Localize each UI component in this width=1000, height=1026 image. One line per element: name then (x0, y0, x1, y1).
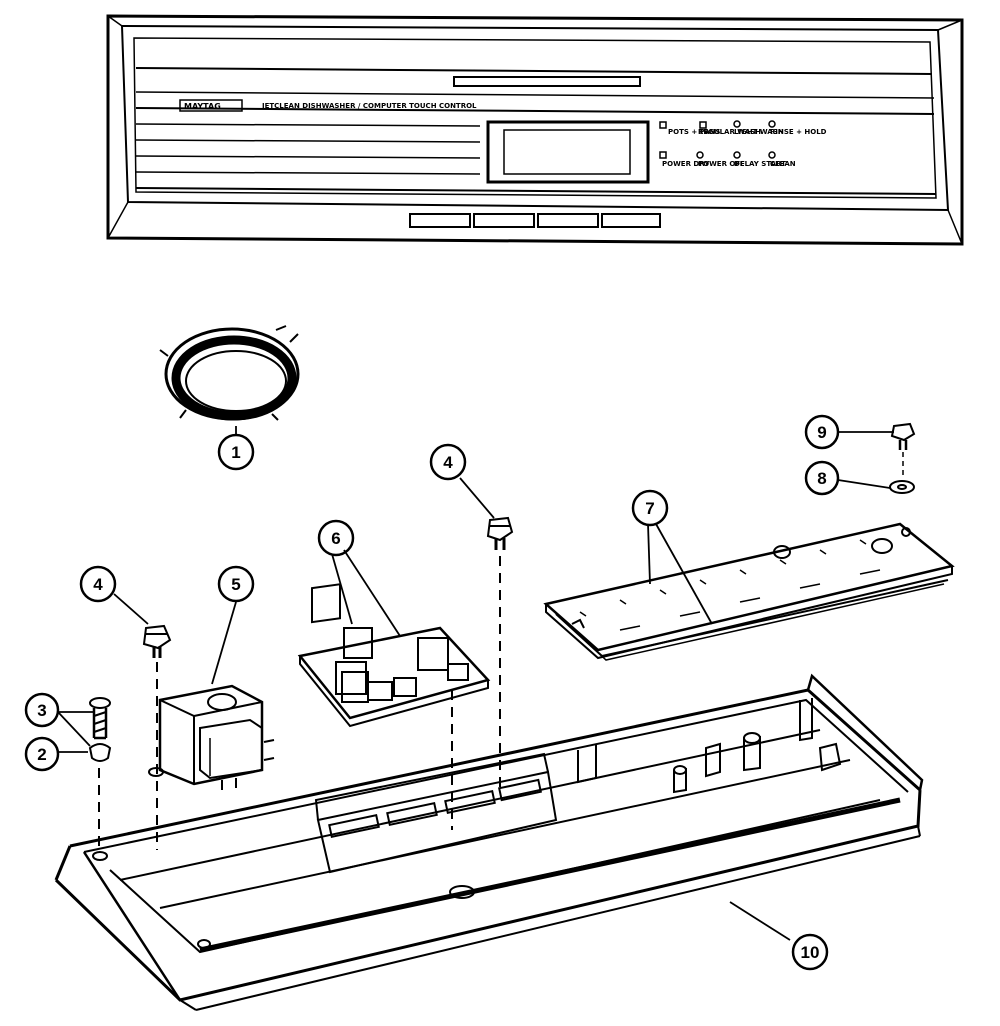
callout-4-center: 4 (429, 443, 467, 481)
control-panel-front: MAYTAG JETCLEAN DISHWASHER / COMPUTER TO… (106, 14, 964, 246)
svg-text:6: 6 (331, 529, 340, 548)
callout-6: 6 (317, 519, 355, 557)
panel-button (473, 213, 535, 228)
indicator-label: DELAY START (734, 160, 786, 168)
indicator-label: POWER DRY (662, 160, 710, 168)
control-housing-tray (54, 673, 924, 1011)
indicator-led (768, 151, 776, 159)
svg-text:7: 7 (645, 499, 654, 518)
screw-left (142, 624, 172, 850)
indicator-led (733, 151, 741, 159)
callout-5: 5 (217, 565, 255, 603)
svg-text:9: 9 (817, 423, 826, 442)
panel-model-text: JETCLEAN DISHWASHER / COMPUTER TOUCH CON… (261, 102, 477, 110)
leader-lines (57, 426, 894, 941)
indicator-label: CLEAN (770, 160, 796, 168)
indicator-led (696, 151, 704, 159)
indicator-led (659, 121, 667, 129)
indicator-label: REGULAR WASH (698, 128, 761, 136)
callout-4-left: 4 (79, 565, 117, 603)
svg-text:8: 8 (817, 469, 826, 488)
callout-2: 2 (24, 736, 60, 772)
indicator-label: RINSE + HOLD (770, 128, 827, 136)
screw-and-grommet (88, 697, 112, 850)
svg-text:5: 5 (231, 575, 240, 594)
svg-text:10: 10 (801, 943, 820, 962)
indicator-led (659, 151, 667, 159)
callout-1: 1 (217, 433, 255, 471)
indicator-label: LIGHT WASH (734, 128, 784, 136)
control-circuit-board (543, 522, 955, 661)
callouts: 1 2 3 4 4 5 6 7 (24, 414, 840, 971)
indicator-label: POTS + PANS (668, 128, 720, 136)
panel-button (409, 213, 471, 228)
transformer (148, 684, 275, 790)
wire-harness-coil (159, 325, 300, 421)
panel-button (537, 213, 599, 228)
svg-text:2: 2 (37, 745, 46, 764)
panel-button (601, 213, 661, 228)
relay-board (297, 583, 491, 830)
svg-text:4: 4 (93, 575, 103, 594)
indicator-led (699, 121, 707, 129)
callout-10: 10 (791, 933, 829, 971)
svg-text:1: 1 (231, 443, 240, 462)
svg-text:4: 4 (443, 453, 453, 472)
callout-3: 3 (24, 692, 60, 728)
screw-center (486, 516, 514, 790)
svg-text:3: 3 (37, 701, 46, 720)
indicator-led (768, 120, 776, 128)
screw-and-washer-right (889, 422, 916, 494)
callout-7: 7 (631, 489, 669, 527)
callout-8: 8 (804, 460, 840, 496)
brand-logo: MAYTAG (184, 102, 221, 111)
indicator-led (733, 120, 741, 128)
indicator-group: POTS + PANS REGULAR WASH LIGHT WASH RINS… (659, 120, 827, 168)
callout-9: 9 (804, 414, 840, 450)
indicator-label: POWER OFF (698, 160, 745, 168)
